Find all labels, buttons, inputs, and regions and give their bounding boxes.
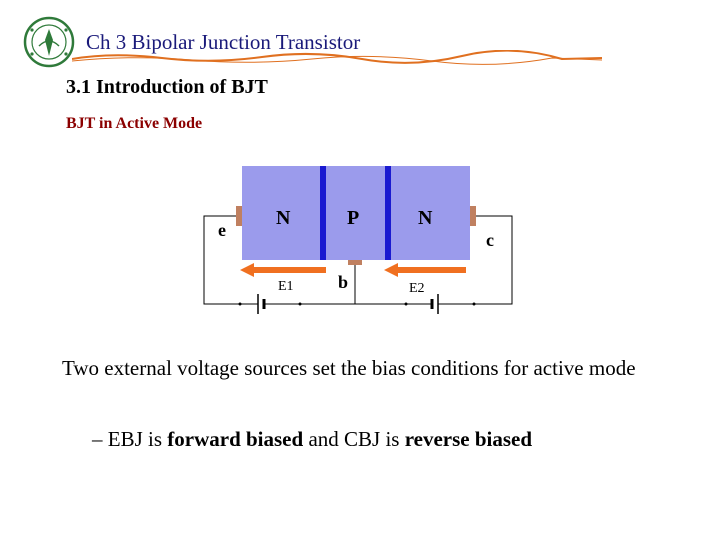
source-label-e1: E1: [278, 279, 294, 294]
bullet-middle: and CBJ is: [303, 427, 405, 451]
semiconductor-block: [242, 166, 470, 260]
base-contact: [348, 260, 362, 265]
forward-biased-text: forward biased: [167, 427, 304, 451]
bjt-diagram: N P N e c b E1 E2: [203, 166, 513, 314]
university-seal-icon: [23, 16, 75, 68]
region-label-left: N: [276, 207, 291, 229]
source-label-e2: E2: [409, 281, 425, 296]
page-title: Ch 3 Bipolar Junction Transistor: [86, 30, 361, 54]
reverse-biased-text: reverse biased: [404, 427, 533, 451]
e1-field-arrow: [240, 263, 254, 277]
bias-bullet: – EBJ is forward biased and CBJ is rever…: [92, 427, 532, 452]
emitter-base-junction: [320, 166, 326, 260]
section-subheading: BJT in Active Mode: [66, 115, 203, 132]
battery-e2-icon: [406, 294, 474, 314]
region-label-right: N: [418, 207, 433, 229]
e2-field-arrow: [384, 263, 398, 277]
left-circuit-wire: [203, 215, 240, 305]
region-label-middle: P: [347, 207, 359, 229]
battery-e1-icon: [240, 294, 300, 314]
emitter-contact: [236, 206, 242, 226]
collector-contact: [470, 206, 476, 226]
title-underline: [72, 50, 602, 65]
collector-base-junction: [385, 166, 391, 260]
emitter-label: e: [218, 220, 226, 240]
collector-label: c: [486, 230, 494, 250]
section-heading: 3.1 Introduction of BJT: [66, 76, 268, 98]
description-paragraph: Two external voltage sources set the bia…: [62, 356, 636, 380]
bullet-prefix: – EBJ is: [92, 427, 168, 451]
right-circuit-wire: [474, 215, 513, 305]
base-label: b: [338, 272, 348, 292]
